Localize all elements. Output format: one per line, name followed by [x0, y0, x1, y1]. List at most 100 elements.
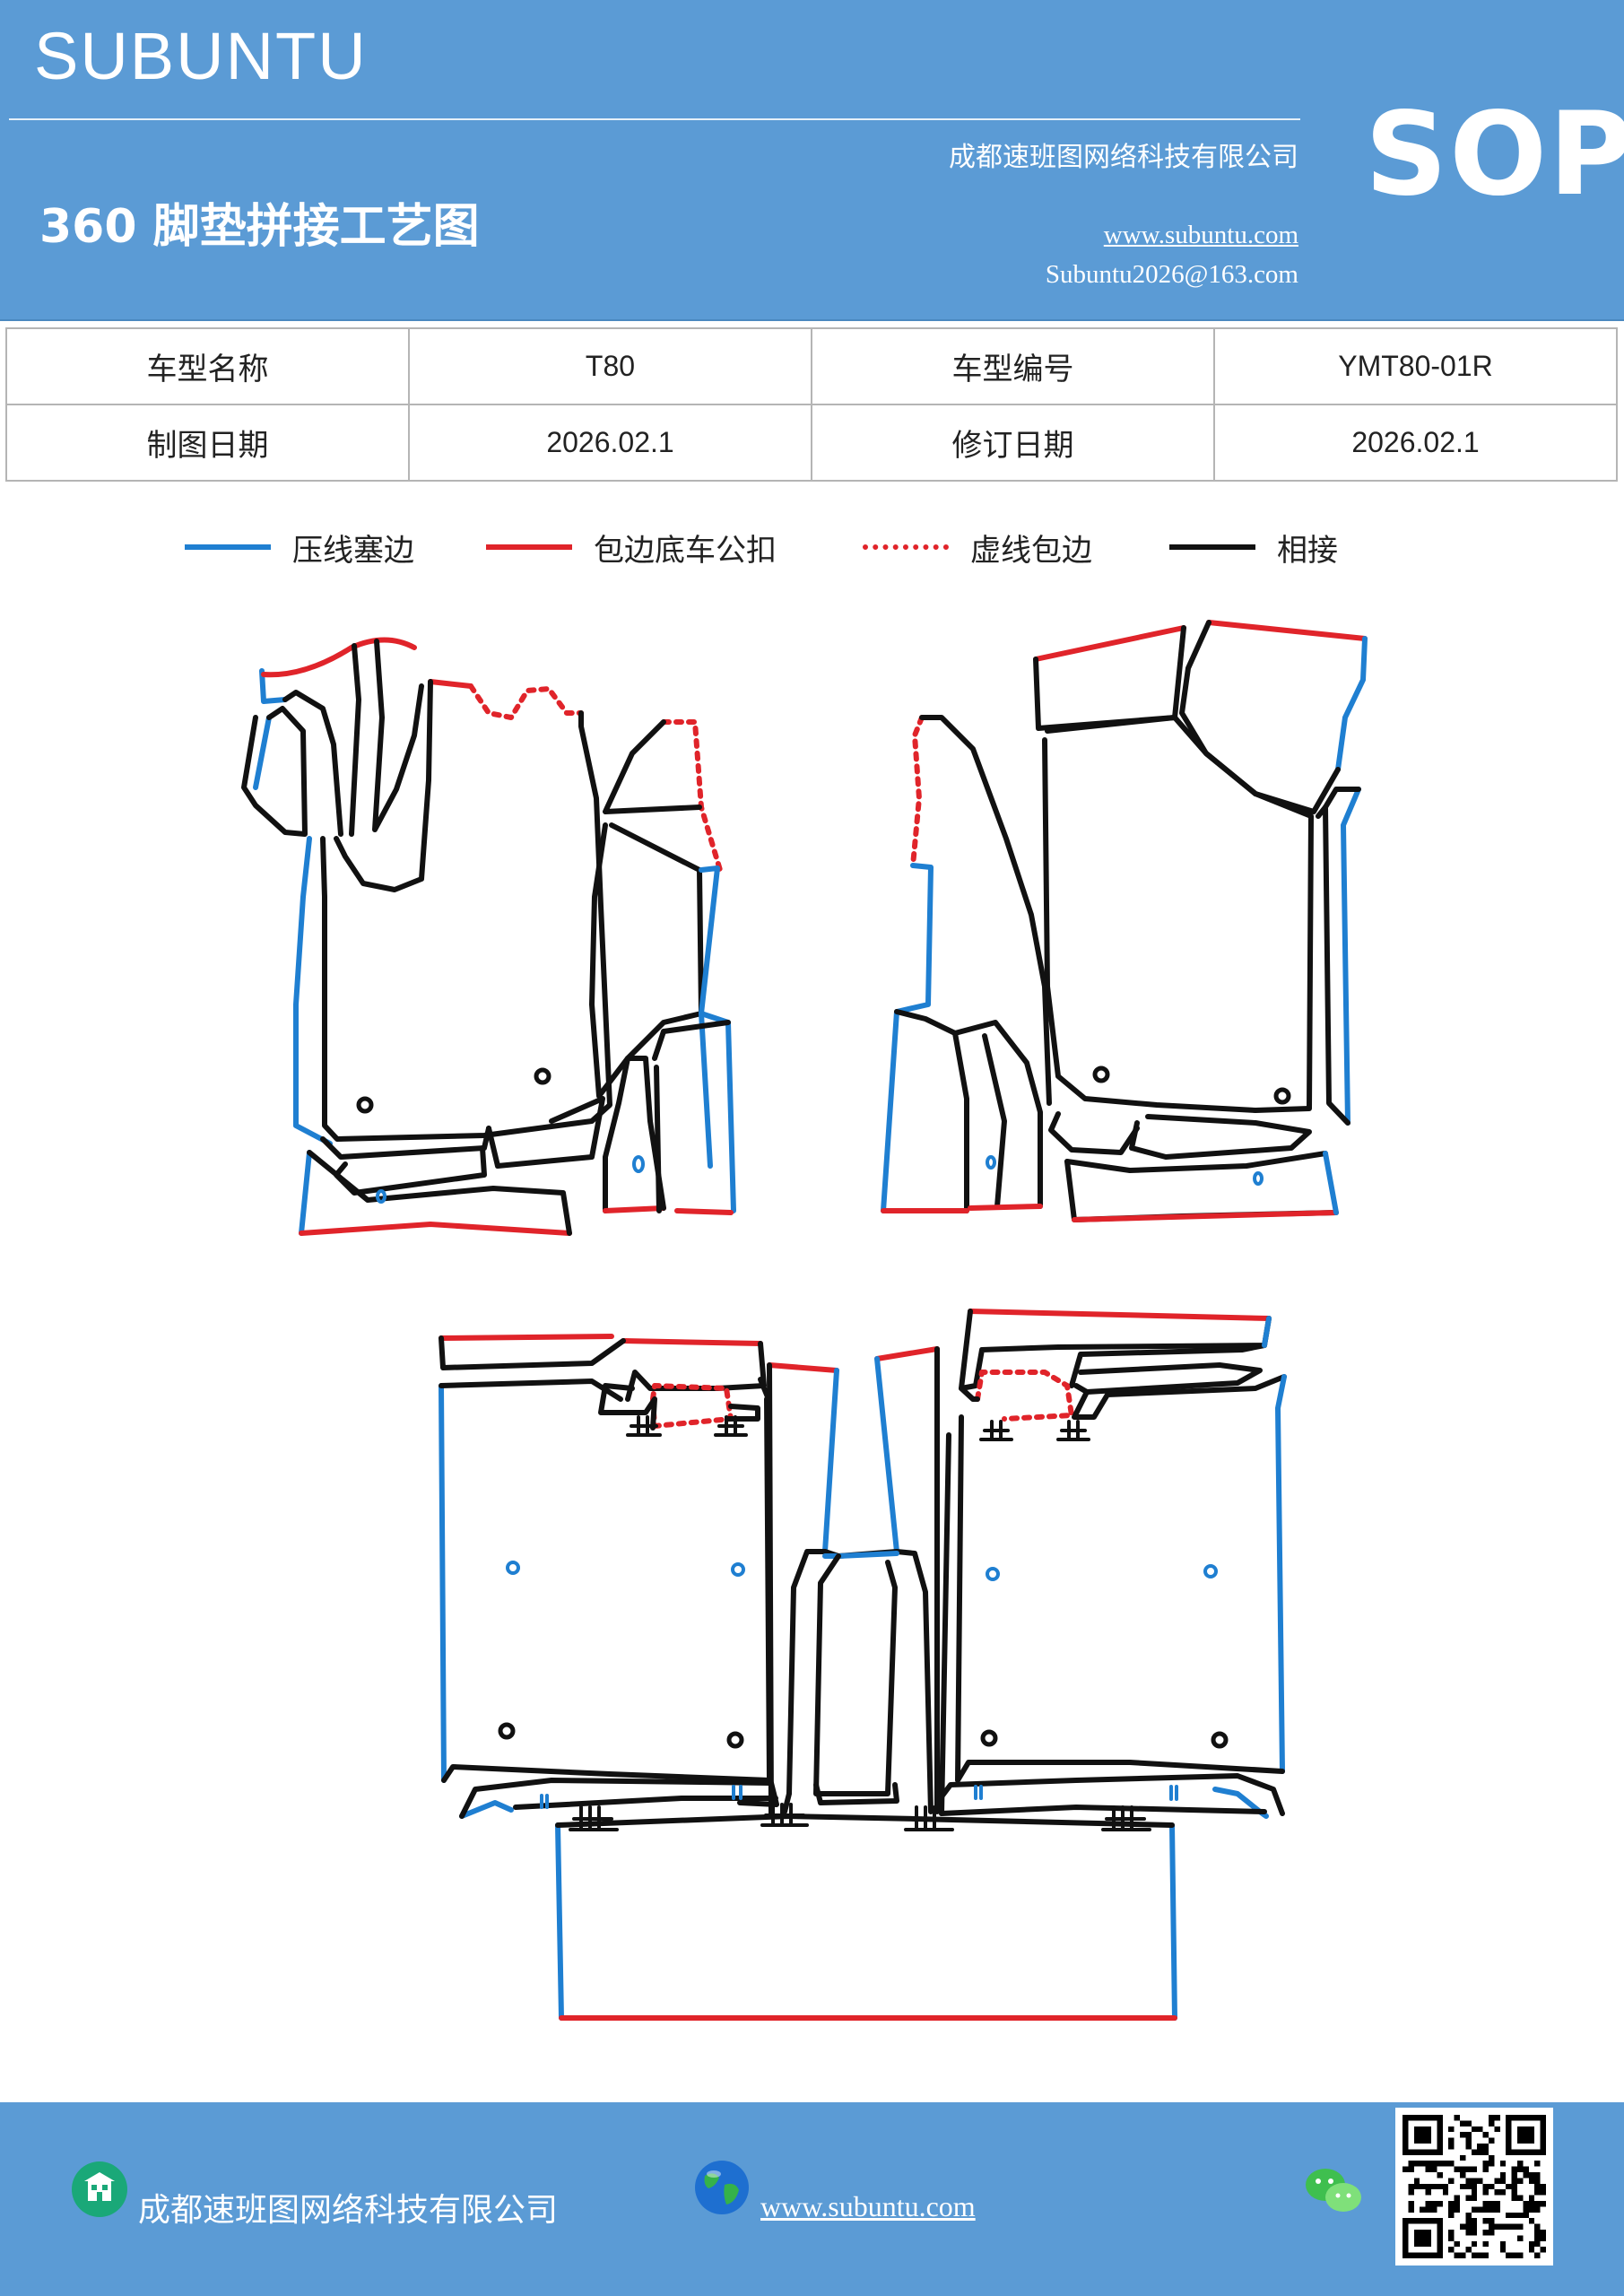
join-line [439, 1378, 623, 1402]
front-right-mat-group [881, 620, 1368, 1222]
edge-red [428, 679, 473, 689]
join-line [625, 1341, 767, 1402]
join-line [939, 1805, 1267, 1816]
rear-mat-group [439, 1309, 1287, 2021]
edge-blue [1262, 1316, 1272, 1348]
table-row: 车型名称 T80 车型编号 YMT80-01R [5, 327, 1618, 405]
join-line [441, 1396, 772, 1783]
model-name-value: T80 [408, 327, 812, 405]
edge-red [603, 1205, 666, 1213]
header-website-link[interactable]: www.subuntu.com [1103, 221, 1298, 249]
join-line [241, 706, 308, 837]
join-line [513, 1796, 778, 1810]
legend-swatch-black [1169, 544, 1255, 550]
edge-red [1206, 620, 1368, 641]
join-line [767, 1362, 774, 1819]
join-line [955, 1414, 1285, 1783]
mat-hole-blue [986, 1155, 996, 1170]
edge-red [439, 1334, 614, 1341]
wechat-icon[interactable] [1302, 2163, 1365, 2217]
mat-hole-blue [506, 1561, 520, 1575]
mat-hole-blue [986, 1567, 1000, 1581]
legend-label: 包边底车公扣 [594, 532, 777, 569]
join-line [598, 1383, 657, 1431]
join-line [939, 1432, 951, 1816]
join-line [894, 1009, 969, 1213]
edge-blue [732, 1785, 743, 1800]
footer-company: 成都速班图网络科技有限公司 [138, 2192, 559, 2229]
edge-blue [555, 1822, 564, 2021]
legend-item-red: 包边底车公扣 [486, 520, 777, 574]
edge-blue [293, 836, 333, 1146]
legend-swatch-red-dotted [863, 544, 949, 550]
join-line [652, 1020, 731, 1061]
edge-blue [699, 865, 720, 1169]
join-line [320, 710, 612, 1142]
header-email: Subuntu2026@163.com [1045, 260, 1298, 289]
join-line [1042, 715, 1314, 1113]
legend-item-black: 相接 [1169, 520, 1338, 574]
edge-red [1033, 625, 1186, 662]
edge-red [674, 1208, 734, 1215]
join-line [982, 1033, 1007, 1209]
edge-red [261, 637, 417, 678]
edge-red-dotted [468, 683, 584, 720]
mat-hole [1211, 1731, 1229, 1749]
qr-code [1395, 2108, 1553, 2266]
revise-date-value: 2026.02.1 [1213, 404, 1618, 482]
mat-hole [1092, 1065, 1110, 1083]
model-code-value: YMT80-01R [1213, 327, 1618, 405]
edge-red [968, 1204, 1043, 1211]
legend-label: 相接 [1277, 532, 1338, 569]
join-line [1179, 620, 1341, 814]
edge-blue [299, 1150, 312, 1236]
join-line [307, 1150, 572, 1236]
edge-red-dotted [661, 719, 723, 873]
join-line [334, 679, 433, 892]
edge-red [621, 1338, 763, 1346]
sop-badge: SOP [1365, 88, 1624, 222]
join-line [603, 1056, 630, 1213]
join-line [952, 1020, 1043, 1209]
edge-blue [1335, 636, 1368, 772]
legend-item-blue: 压线塞边 [185, 520, 414, 574]
mat-hole [1273, 1087, 1291, 1105]
mat-hole [980, 1729, 998, 1747]
edge-blue [1323, 1151, 1339, 1215]
join-line [486, 1096, 605, 1169]
join-line [782, 1549, 828, 1814]
join-line [603, 719, 702, 814]
edge-red-dotted [975, 1370, 1074, 1422]
edge-blue [459, 1800, 514, 1819]
join-line [334, 1145, 487, 1196]
edge-blue [439, 1383, 447, 1783]
header-company: 成都速班图网络科技有限公司 [949, 142, 1298, 173]
model-code-label: 车型编号 [811, 327, 1215, 405]
footer-website-link[interactable]: www.subuntu.com [760, 2190, 976, 2222]
join-line [654, 1065, 662, 1213]
edge-red-dotted [910, 715, 925, 868]
mat-hole-blue [632, 1155, 645, 1173]
join-line [894, 1549, 934, 1814]
join-line [1072, 1374, 1287, 1420]
join-line [439, 1335, 626, 1370]
join-line [1316, 804, 1350, 1126]
legend-swatch-red [486, 544, 572, 550]
edge-red [1072, 1210, 1339, 1222]
legend-label: 虚线包边 [970, 532, 1092, 569]
join-line [813, 1782, 899, 1805]
floor-mat-diagram [241, 620, 1368, 2021]
mat-hole-blue [376, 1189, 386, 1204]
edge-blue [881, 863, 934, 1213]
edge-red [968, 1309, 1272, 1321]
edge-red [299, 1222, 572, 1236]
edge-red [874, 1346, 940, 1361]
edge-blue [974, 1785, 983, 1800]
page-title: 360 脚垫拼接工艺图 [39, 200, 480, 254]
edge-blue [1341, 787, 1361, 1126]
legend-swatch-blue [185, 544, 271, 550]
join-line [1069, 1343, 1267, 1388]
join-line [725, 1404, 760, 1422]
info-table: 车型名称 T80 车型编号 YMT80-01R 制图日期 2026.02.1 修… [5, 327, 1618, 482]
draw-date-label: 制图日期 [5, 404, 410, 482]
